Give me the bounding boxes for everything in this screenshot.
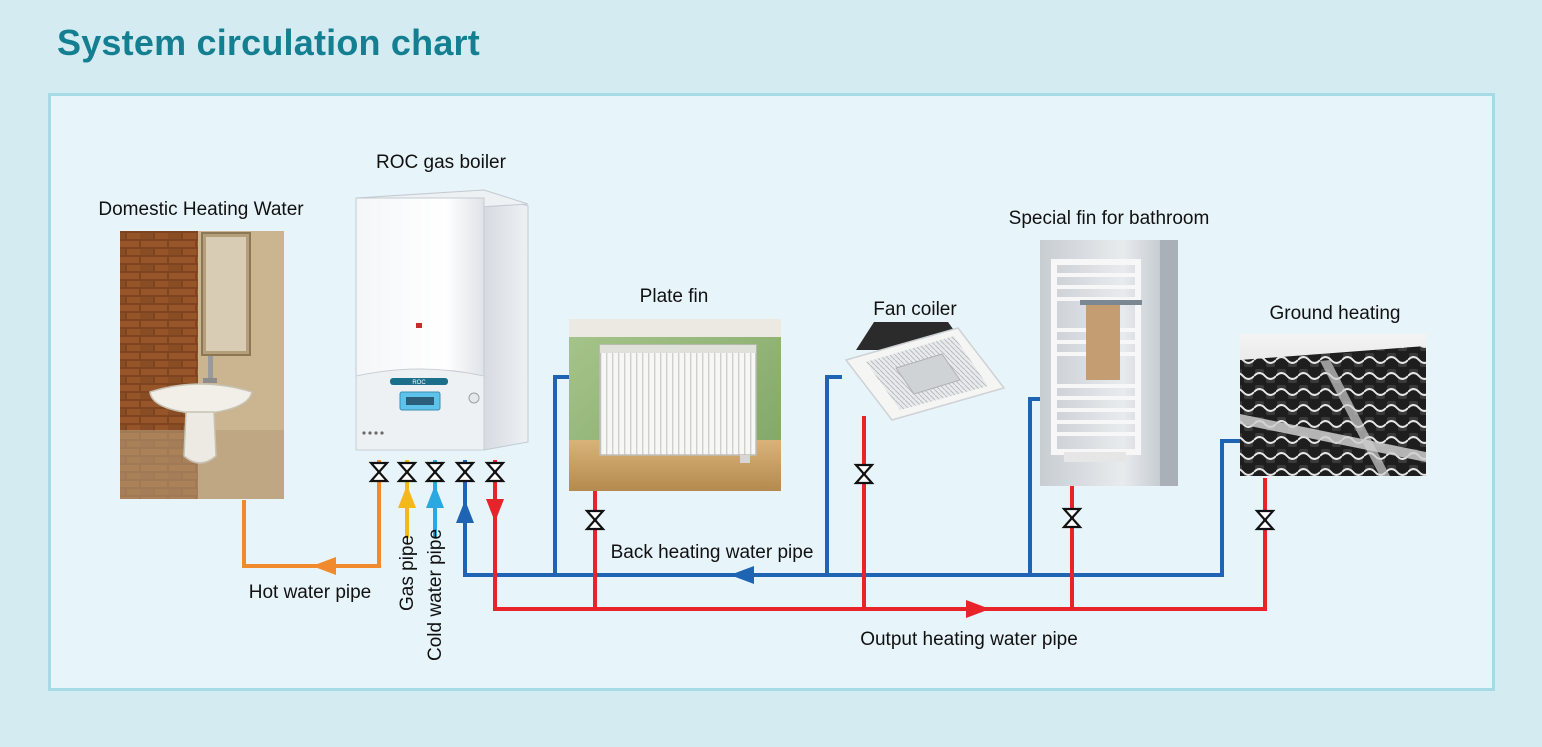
output-heating-pipe [493,460,1267,611]
hot-water-pipe-label: Hot water pipe [249,582,372,603]
plate-fin-image [569,319,781,491]
back-up-arrow [456,500,474,523]
back-heating-pipe [463,439,1242,577]
output-down-arrow [486,499,504,522]
output-heating-pipe-label: Output heating water pipe [860,629,1078,650]
bath-fin-image [1040,240,1178,486]
valve-icon [425,461,445,483]
domestic-sink-image [120,231,284,499]
fan-coiler-label: Fan coiler [873,299,957,320]
valve-icon [1062,507,1082,529]
back-flow-arrow [730,566,754,584]
hot-water-pipe [242,460,381,568]
valve-icon [455,461,475,483]
back-heating-pipe-label: Back heating water pipe [611,542,814,563]
cold-water-arrow [426,485,444,508]
domestic-label: Domestic Heating Water [98,199,304,220]
plate-fin-label: Plate fin [640,286,709,307]
bath-fin-label: Special fin for bathroom [1009,208,1210,229]
pipes [242,375,1267,618]
cold-water-pipe-label: Cold water pipe [425,529,446,661]
fan-coiler-image [844,322,1006,421]
valve-icon [854,463,874,485]
valve-icon [369,461,389,483]
hot-water-arrow [312,557,336,575]
page-title: System circulation chart [57,22,480,63]
valve-icon [585,509,605,531]
boiler-brand: ROC [412,380,426,386]
gas-arrow [398,485,416,508]
valve-icon [485,461,505,483]
boiler-label: ROC gas boiler [376,152,507,173]
gas-pipe-label: Gas pipe [397,535,418,611]
valve-icon [397,461,417,483]
ground-heating-image [1240,334,1426,476]
boiler-image: ROC [355,189,529,451]
valve-icon [1255,509,1275,531]
output-flow-arrow [966,600,990,618]
ground-heating-label: Ground heating [1270,303,1401,324]
